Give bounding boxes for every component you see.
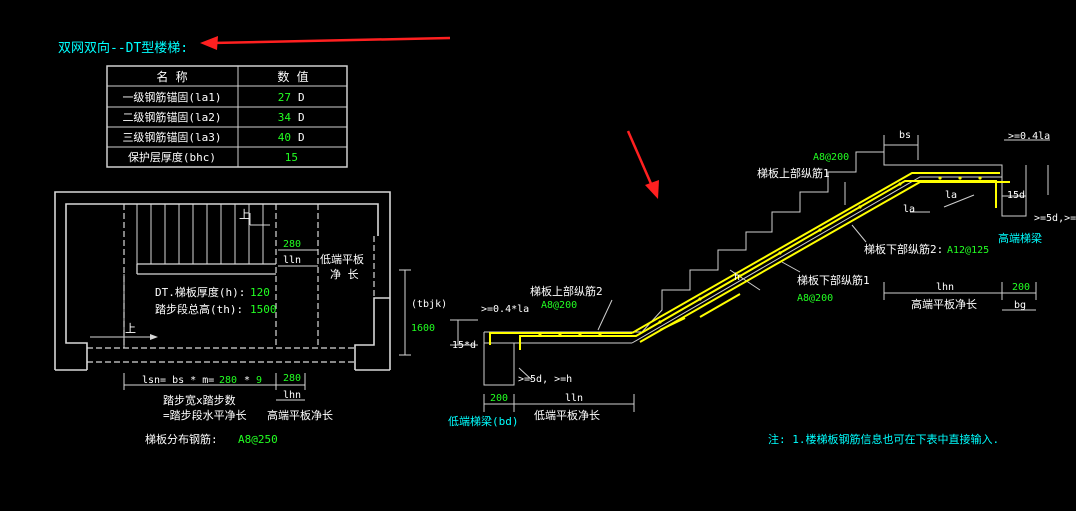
min-length-label: >=5d,>=h	[1034, 213, 1076, 224]
slab-thickness-value[interactable]: 120	[250, 286, 270, 299]
la-label: la	[903, 204, 915, 215]
bg-label: bg	[1014, 300, 1026, 311]
lsn-m-value[interactable]: 9	[256, 375, 262, 386]
tread-note-2: =踏步段水平净长	[163, 408, 247, 422]
rebar-lines	[489, 172, 1010, 350]
h-label: h	[734, 272, 740, 283]
left-hook-label: 15*d	[452, 340, 476, 351]
plan-dim-1600[interactable]: 1600	[411, 323, 435, 334]
plan-dim-280[interactable]: 280	[283, 239, 301, 250]
up-arrow-label: 上	[125, 322, 136, 335]
table-row-name: 三级钢筋锚固(la3)	[122, 130, 221, 144]
bottom-bar-1-spacing[interactable]: A8@200	[797, 293, 833, 304]
red-arrow-down-icon	[626, 130, 659, 199]
low-net-length-label: 低端平板净长	[534, 408, 600, 422]
lsn-formula: lsn= bs * m=	[142, 375, 214, 386]
lhn-dim-label: lhn	[936, 282, 954, 293]
parameter-table: 名 称 数 值 一级钢筋锚固(la1) 27 D 二级钢筋锚固(la2) 34 …	[106, 65, 348, 168]
high-beam-label: 高端梯梁	[998, 231, 1042, 245]
red-arrow-icon	[200, 36, 451, 50]
drawing-note: 注: 1.楼梯板钢筋信息也可在下表中直接输入.	[768, 432, 999, 446]
bs-dim-label: bs	[899, 130, 911, 141]
lsn-star: *	[244, 375, 250, 386]
distribution-bar-label: 梯板分布钢筋:	[145, 432, 218, 446]
top-bar-1-label: 梯板上部纵筋1	[757, 166, 830, 180]
plan-dim-280-bottom[interactable]: 280	[283, 373, 301, 384]
bottom-bar-2-label: 梯板下部纵筋2:	[864, 242, 943, 256]
table-header-value: 数 值	[277, 69, 308, 84]
stair-section-view	[450, 135, 1050, 412]
top-bar-2-label: 梯板上部纵筋2	[530, 284, 603, 298]
low-beam-width[interactable]: 200	[490, 393, 508, 404]
lsn-bs-value[interactable]: 280	[219, 375, 237, 386]
bottom-bar-2-value[interactable]: A12@125	[947, 245, 989, 256]
table-row-unit: D	[298, 111, 305, 124]
top-anchor-label: >=0.4la	[1008, 131, 1050, 142]
high-net-length-label: 高端平板净长	[911, 297, 977, 311]
slab-thickness-label: DT.梯板厚度(h):	[155, 285, 245, 299]
table-row-value[interactable]: 15	[285, 151, 298, 164]
low-landing-label: 低端平板	[320, 252, 364, 266]
low-beam-label: 低端梯梁(bd)	[448, 414, 519, 428]
up-arrow-label: 上	[239, 208, 250, 221]
table-row-name: 一级钢筋锚固(la1)	[122, 90, 221, 104]
lln-dim-label: lln	[565, 393, 583, 404]
table-row-value[interactable]: 27	[278, 91, 291, 104]
left-min-length-label: >=5d, >=h	[518, 374, 572, 385]
net-length-label: 净 长	[330, 267, 359, 281]
stair-plan-view	[54, 191, 411, 401]
table-header-name: 名 称	[156, 69, 187, 84]
left-anchor-label: >=0.4*la	[481, 304, 529, 315]
table-row-value[interactable]: 40	[278, 131, 291, 144]
table-row-name: 保护层厚度(bhc)	[128, 150, 216, 164]
tread-note: 踏步宽x踏步数	[163, 393, 236, 407]
total-rise-value[interactable]: 1500	[250, 303, 277, 316]
distribution-bar-value[interactable]: A8@250	[238, 433, 278, 446]
table-row-value[interactable]: 34	[278, 111, 292, 124]
table-row-unit: D	[298, 131, 305, 144]
drawing-title: 双网双向--DT型楼梯:	[58, 40, 188, 56]
plan-dim-lln: lln	[283, 255, 301, 266]
top-bar-spacing[interactable]: A8@200	[813, 152, 849, 163]
table-row-unit: D	[298, 91, 305, 104]
bottom-bar-1-label: 梯板下部纵筋1	[797, 273, 870, 287]
hook-15d-label: 15d	[1007, 190, 1025, 201]
high-net-length-label: 高端平板净长	[267, 408, 333, 422]
la-label: la	[945, 190, 957, 201]
rebar-dots	[538, 176, 982, 337]
table-row-name: 二级钢筋锚固(la2)	[122, 110, 221, 124]
high-beam-width[interactable]: 200	[1012, 282, 1030, 293]
tbjk-label: (tbjk)	[411, 299, 447, 310]
top-bar-2-spacing[interactable]: A8@200	[541, 300, 577, 311]
total-rise-label: 踏步段总高(th):	[155, 302, 243, 316]
plan-dim-lhn: lhn	[283, 390, 301, 401]
